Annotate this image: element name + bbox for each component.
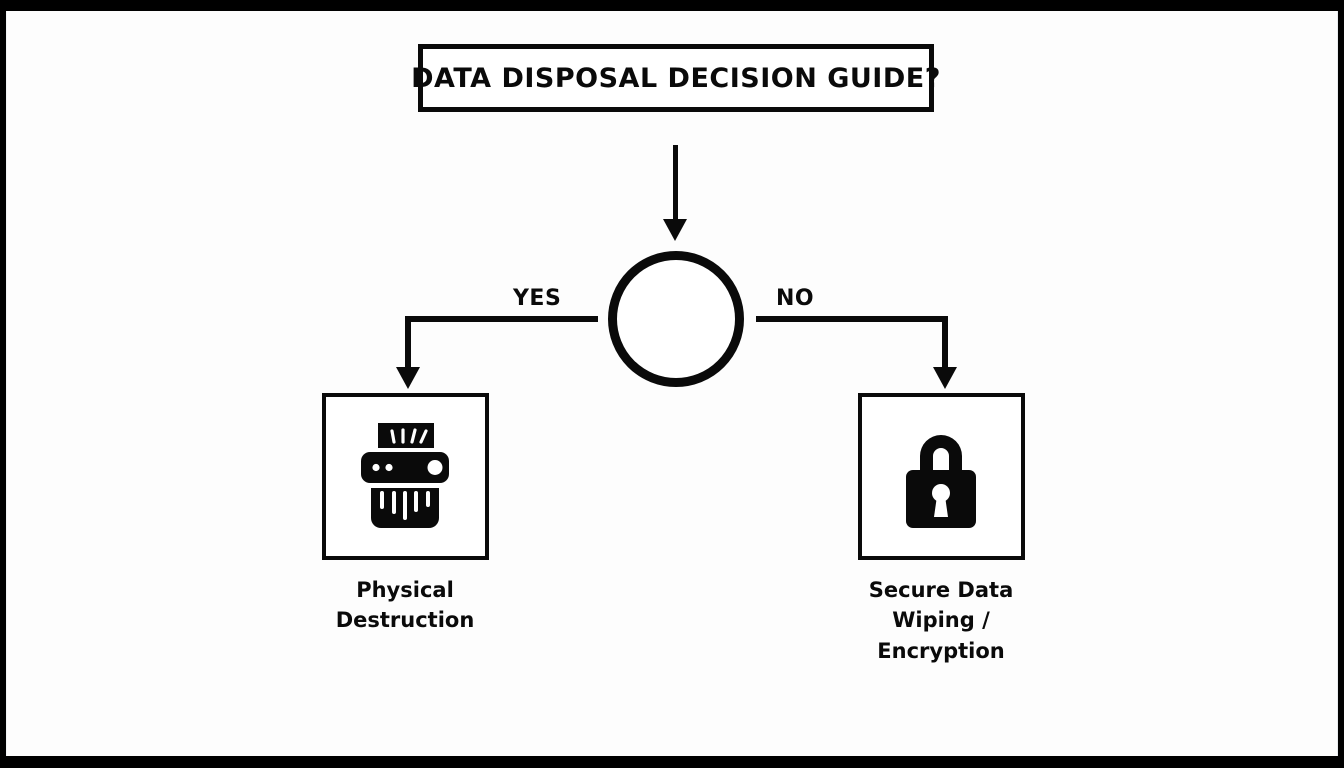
- outcome-node-secure-wiping: Secure Data Wiping / Encryption: [855, 393, 1027, 666]
- arrowhead-down-decision: [663, 219, 687, 241]
- connector-title-to-decision: [673, 145, 678, 225]
- connector-no-horizontal: [756, 316, 948, 322]
- icon-box-physical-destruction: [321, 393, 489, 560]
- outcome-label-line: Secure Data: [868, 578, 1014, 602]
- outcome-label-line: Encryption: [877, 638, 1005, 663]
- connector-no-vertical: [942, 316, 948, 373]
- arrowhead-down-yes: [396, 367, 420, 389]
- outcome-label-physical-destruction: Physical Destruction: [305, 575, 505, 636]
- outcome-label-line: Destruction: [335, 608, 475, 633]
- outcome-node-physical-destruction: Physical Destruction: [319, 393, 491, 636]
- padlock-icon: [906, 434, 976, 528]
- title-box: DATA DISPOSAL DECISION GUIDE?: [411, 44, 940, 112]
- icon-box-secure-wiping: [857, 393, 1025, 560]
- branch-label-no: NO: [776, 286, 815, 311]
- page-title: DATA DISPOSAL DECISION GUIDE?: [411, 62, 941, 94]
- diagram-canvas: DATA DISPOSAL DECISION GUIDE? YES NO: [6, 11, 1338, 756]
- arrowhead-down-no: [933, 367, 957, 389]
- branch-label-yes: YES: [513, 286, 562, 311]
- outcome-label-line: Wiping /: [892, 608, 990, 633]
- decision-circle: [608, 251, 744, 387]
- connector-yes-horizontal: [405, 316, 598, 322]
- outcome-label-line: Physical: [356, 578, 454, 602]
- paper-shredder-icon: [361, 422, 449, 528]
- outcome-label-secure-wiping: Secure Data Wiping / Encryption: [841, 575, 1041, 666]
- connector-yes-vertical: [405, 316, 411, 373]
